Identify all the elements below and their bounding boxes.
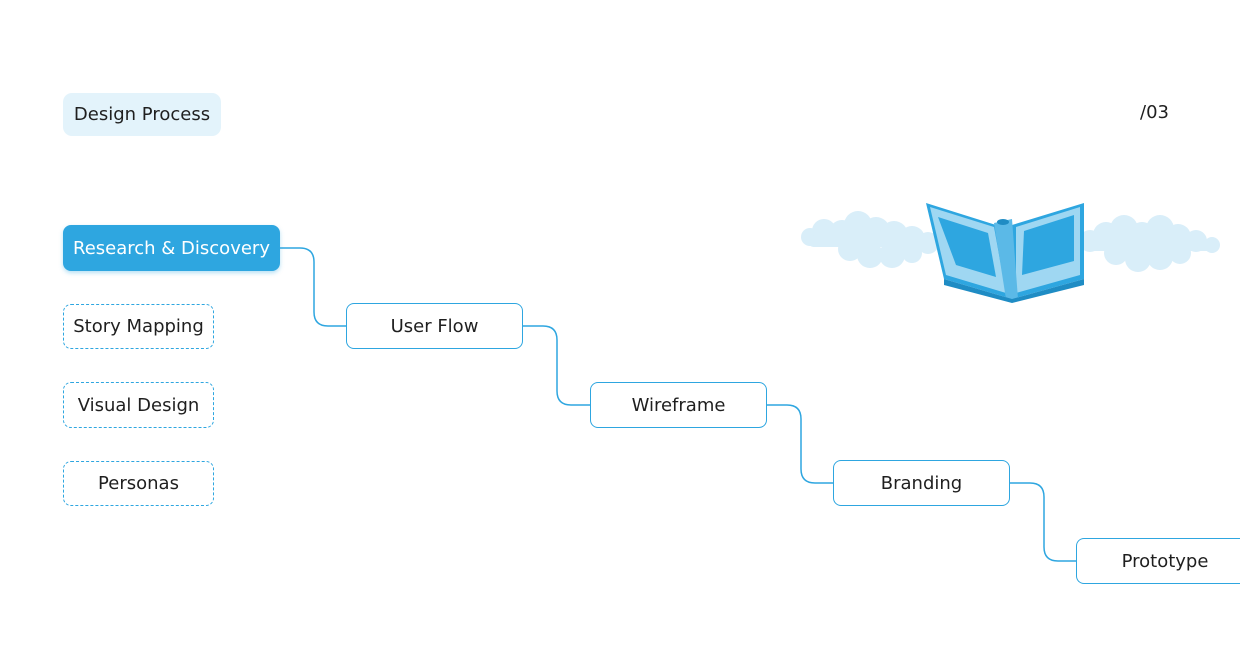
open-book-icon (926, 203, 1084, 303)
page-number: /03 (1140, 102, 1169, 123)
section-tag: Design Process (63, 93, 221, 136)
cloud-right-icon (1079, 215, 1220, 272)
node-prototype[interactable]: Prototype (1076, 538, 1240, 584)
option-story-mapping-label: Story Mapping (73, 316, 204, 337)
option-story-mapping[interactable]: Story Mapping (63, 304, 214, 349)
connector-wireframe-branding (766, 404, 834, 484)
option-visual-design[interactable]: Visual Design (63, 382, 214, 428)
node-branding[interactable]: Branding (833, 460, 1010, 506)
node-user-flow-label: User Flow (390, 315, 479, 337)
option-personas[interactable]: Personas (63, 461, 214, 506)
connector-research-userflow (279, 247, 347, 327)
cloud-left-icon (801, 211, 939, 268)
connector-userflow-wireframe (523, 325, 590, 406)
node-research-discovery[interactable]: Research & Discovery (63, 225, 280, 271)
node-user-flow[interactable]: User Flow (346, 303, 523, 349)
option-personas-label: Personas (98, 473, 179, 494)
option-visual-design-label: Visual Design (77, 394, 200, 416)
node-branding-label: Branding (880, 472, 963, 494)
node-prototype-label: Prototype (1121, 550, 1209, 572)
connector-branding-prototype (1009, 482, 1076, 562)
book-with-clouds-icon (801, 203, 1220, 303)
node-research-discovery-label: Research & Discovery (73, 237, 270, 259)
section-tag-label: Design Process (73, 104, 211, 125)
node-wireframe[interactable]: Wireframe (590, 382, 767, 428)
node-wireframe-label: Wireframe (631, 394, 726, 416)
